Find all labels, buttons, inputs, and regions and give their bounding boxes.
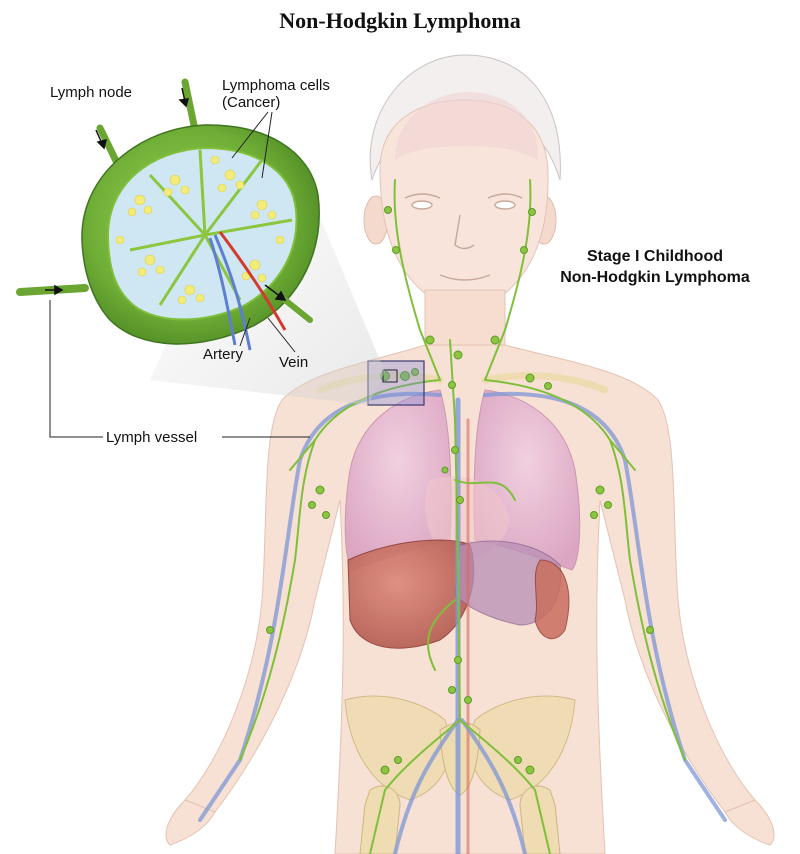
stage-caption: Stage I Childhood Non-Hodgkin Lymphoma <box>535 246 775 288</box>
label-cancer: (Cancer) <box>222 94 281 111</box>
label-lymph-node: Lymph node <box>50 84 133 101</box>
label-lymphoma-cells: Lymphoma cells <box>222 77 330 94</box>
right-clavicle <box>481 372 609 394</box>
spleen <box>534 559 570 640</box>
magnified-lymph-node <box>16 78 320 351</box>
node-artery <box>218 231 287 331</box>
right-arm-vein <box>483 391 727 822</box>
label-lymph-vessel: Lymph vessel <box>106 429 198 446</box>
lymphoma-cell-clusters <box>115 155 285 305</box>
label-vein: Vein <box>279 354 309 371</box>
right-leg-vein <box>460 718 527 854</box>
stage-caption-line2: Non-Hodgkin Lymphoma <box>560 269 750 286</box>
right-femur <box>519 785 561 854</box>
leader-lymph-vessel <box>49 300 103 438</box>
left-femur <box>359 785 401 854</box>
affected-node-inner-box <box>382 369 398 383</box>
pelvis <box>344 695 576 801</box>
left-leg-vein <box>393 718 460 854</box>
organs <box>316 372 609 854</box>
lymph-node-lobules <box>129 149 293 306</box>
node-vein <box>213 234 252 351</box>
left-arm-vein <box>198 391 442 822</box>
leader-lymphoma-2 <box>261 111 273 179</box>
stage-caption-line1: Stage I Childhood <box>587 248 723 265</box>
leader-lymphoma-1 <box>231 111 269 159</box>
efferent-lymph-vessel <box>282 297 313 323</box>
left-hand <box>165 799 216 846</box>
right-hand <box>724 799 775 846</box>
label-artery: Artery <box>203 346 244 363</box>
leader-vein <box>267 317 296 353</box>
leader-artery <box>239 317 251 347</box>
lymphatic-system <box>239 179 686 854</box>
flow-arrows <box>45 87 287 301</box>
lymph-nodes <box>266 206 654 775</box>
brain <box>395 92 539 160</box>
page-title: Non-Hodgkin Lymphoma <box>279 8 521 33</box>
face <box>404 193 523 281</box>
leader-lines <box>49 111 310 438</box>
node-vein-2 <box>208 237 237 346</box>
